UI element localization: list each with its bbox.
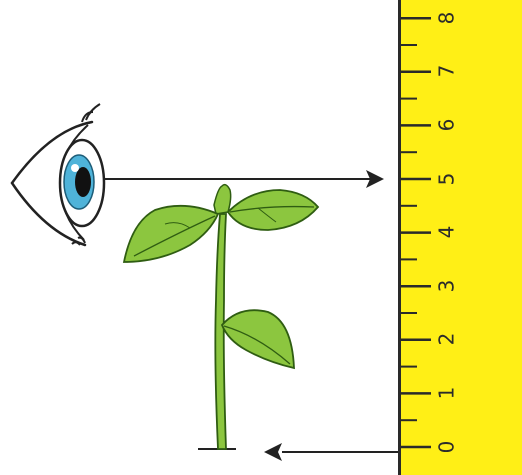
sight-line-arrow bbox=[104, 170, 384, 188]
ruler-label-7: 7 bbox=[435, 65, 459, 78]
ruler-labels: 0 1 2 3 4 5 6 7 8 bbox=[435, 12, 459, 454]
ruler-label-1: 1 bbox=[435, 387, 459, 400]
base-arrow bbox=[264, 443, 398, 461]
plant bbox=[124, 185, 318, 449]
ruler-label-4: 4 bbox=[435, 226, 459, 239]
ruler-label-8: 8 bbox=[435, 12, 459, 25]
ruler-label-2: 2 bbox=[435, 333, 459, 346]
eye-icon bbox=[12, 104, 104, 245]
ruler-ticks bbox=[401, 18, 431, 447]
ruler-label-5: 5 bbox=[435, 173, 459, 186]
ruler-label-3: 3 bbox=[435, 280, 459, 293]
ruler-label-6: 6 bbox=[435, 119, 459, 132]
ruler-label-0: 0 bbox=[435, 441, 459, 454]
